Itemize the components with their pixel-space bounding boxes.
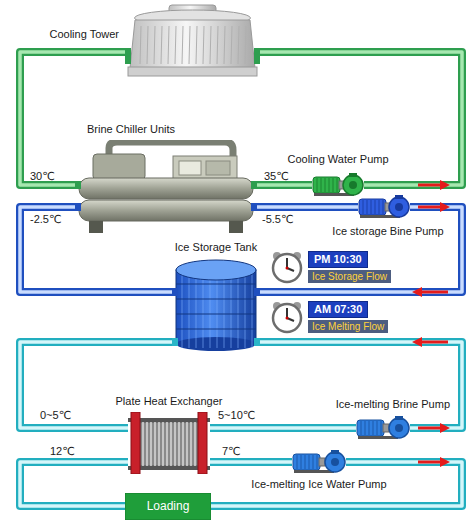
pipe-wall xyxy=(260,342,462,428)
clock-icon xyxy=(270,300,304,334)
equipment-label: Cooling Tower xyxy=(49,28,119,41)
tank-drawing xyxy=(172,258,260,352)
pipe-core xyxy=(210,426,356,430)
pipe xyxy=(20,462,128,506)
equipment-label: Brine Chiller Units xyxy=(87,123,175,136)
pipe-wall xyxy=(20,462,128,506)
pipe-core xyxy=(260,52,462,185)
pipe-core xyxy=(210,460,292,464)
equipment-label: Loading xyxy=(147,500,190,513)
temperature-label: 12℃ xyxy=(50,445,75,458)
pipe xyxy=(260,342,462,428)
temperature-label: 7℃ xyxy=(222,445,240,458)
pipe xyxy=(210,428,356,429)
pump: Ice-melting Ice Water Pump xyxy=(292,450,346,474)
pipe-core xyxy=(260,342,462,428)
pipe-wall xyxy=(257,203,358,211)
timer: PM 10:30Ice Storage Flow xyxy=(270,250,394,286)
time-badge: AM 07:30 xyxy=(308,301,368,318)
pipe-core xyxy=(20,462,128,506)
chiller-drawing xyxy=(75,140,257,235)
temperature-label: 5~10℃ xyxy=(218,409,255,422)
pump-symbol xyxy=(356,416,410,440)
pipe xyxy=(257,207,358,208)
pump: Ice storage Bine Pump xyxy=(358,195,410,219)
pump: Cooling Water Pump xyxy=(312,173,364,197)
equipment-label: Cooling Water Pump xyxy=(287,153,388,166)
heat-exchanger: Plate Heat Exchanger xyxy=(128,412,210,474)
timer: AM 07:30Ice Melting Flow xyxy=(270,300,394,336)
pipe-wall xyxy=(20,342,172,428)
temperature-label: 0~5℃ xyxy=(40,409,71,422)
pipe-core xyxy=(257,183,312,187)
heat-exchanger-drawing xyxy=(128,412,210,474)
storage-tank: Ice Storage Tank xyxy=(172,258,260,352)
temperature-label: -2.5℃ xyxy=(30,213,61,226)
pipe-wall xyxy=(210,424,356,432)
pipe xyxy=(260,52,462,185)
time-badge: PM 10:30 xyxy=(308,251,368,268)
cooling-tower-drawing xyxy=(125,4,260,78)
clock-icon xyxy=(270,250,304,284)
pump-symbol xyxy=(358,195,410,219)
flow-caption: Ice Melting Flow xyxy=(308,320,388,333)
equipment-label: Ice storage Bine Pump xyxy=(332,225,443,238)
pipe-wall xyxy=(210,458,292,466)
temperature-label: 35℃ xyxy=(264,170,289,183)
temperature-label: -5.5℃ xyxy=(262,213,293,226)
pump-symbol xyxy=(312,173,364,197)
pipe xyxy=(260,207,462,292)
equipment-label: Ice-melting Brine Pump xyxy=(336,398,450,411)
equipment-label: Plate Heat Exchanger xyxy=(116,395,223,408)
flow-caption: Ice Storage Flow xyxy=(308,270,391,283)
pipe xyxy=(20,342,172,428)
temperature-label: 30℃ xyxy=(30,170,55,183)
pipe-core xyxy=(20,342,172,428)
pump: Ice-melting Brine Pump xyxy=(356,416,410,440)
equipment-label: Ice-melting Ice Water Pump xyxy=(251,478,386,491)
pipe-wall xyxy=(257,181,312,189)
pipe-core xyxy=(260,207,462,292)
pump-symbol xyxy=(292,450,346,474)
chiller-unit: Brine Chiller Units xyxy=(75,140,257,235)
pipe-wall xyxy=(260,52,462,185)
equipment-label: Ice Storage Tank xyxy=(175,241,257,254)
pipe-wall xyxy=(260,207,462,292)
flow-arrow xyxy=(412,180,450,467)
pipe xyxy=(257,185,312,186)
load-box: Loading xyxy=(125,493,211,520)
pipe xyxy=(210,462,292,463)
pipe-core xyxy=(257,205,358,209)
cooling-tower: Cooling Tower xyxy=(125,4,260,78)
